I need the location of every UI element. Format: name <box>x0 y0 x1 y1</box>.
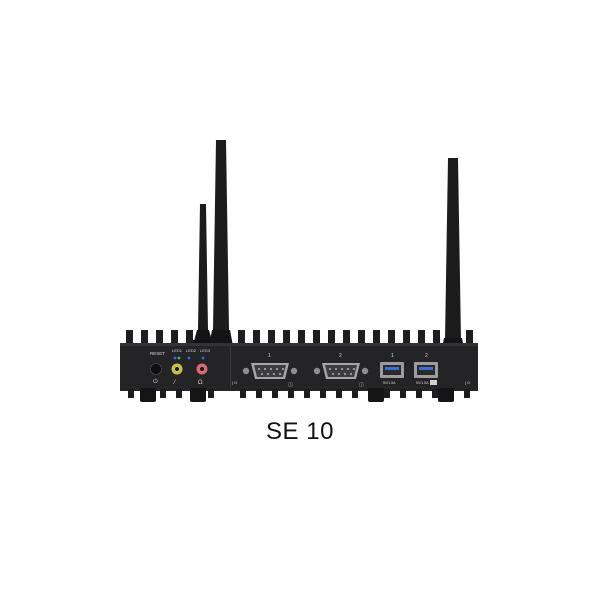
bottom-fins <box>128 389 470 398</box>
usb-icon-badge <box>430 380 437 385</box>
led2-indicator <box>187 356 191 360</box>
power-icon: ⏻ <box>153 378 158 385</box>
usb2-label: 2 <box>425 353 428 359</box>
reset-button <box>150 363 162 375</box>
reset-label: RESET <box>150 351 165 356</box>
usb1-label: 1 <box>391 353 394 359</box>
led2-label: LED2 <box>186 348 197 353</box>
serial-icon-1: ◫ <box>288 382 293 388</box>
usb2-port <box>414 362 438 378</box>
microphone-icon: ⁄ <box>172 379 177 386</box>
usb2-spec: 5V/1.5A <box>416 381 429 385</box>
led1b-indicator <box>177 356 181 360</box>
led1-label: LED1 <box>172 348 183 353</box>
headphone-icon: Ω <box>198 379 203 386</box>
led1-indicator <box>173 356 177 360</box>
antenna-right <box>441 158 465 354</box>
antenna-left-tall <box>209 140 233 346</box>
product-name-caption: SE 10 <box>266 418 334 445</box>
usb1-port <box>380 362 404 378</box>
io-mark-right: | O <box>465 380 470 385</box>
antenna-left-short <box>192 204 214 348</box>
com2-label: 2 <box>339 353 342 359</box>
com2-port <box>313 363 369 379</box>
io-mark-left: | O <box>232 380 237 385</box>
heatsink-fins <box>126 330 473 346</box>
rubber-feet <box>140 388 454 402</box>
serial-icon-2: ◫ <box>359 382 364 388</box>
led3-label: LED3 <box>200 348 211 353</box>
usb1-spec: 5V/1.5A <box>383 381 396 385</box>
com1-label: 1 <box>268 353 271 359</box>
led3-indicator <box>201 356 205 360</box>
com1-port <box>242 363 298 379</box>
